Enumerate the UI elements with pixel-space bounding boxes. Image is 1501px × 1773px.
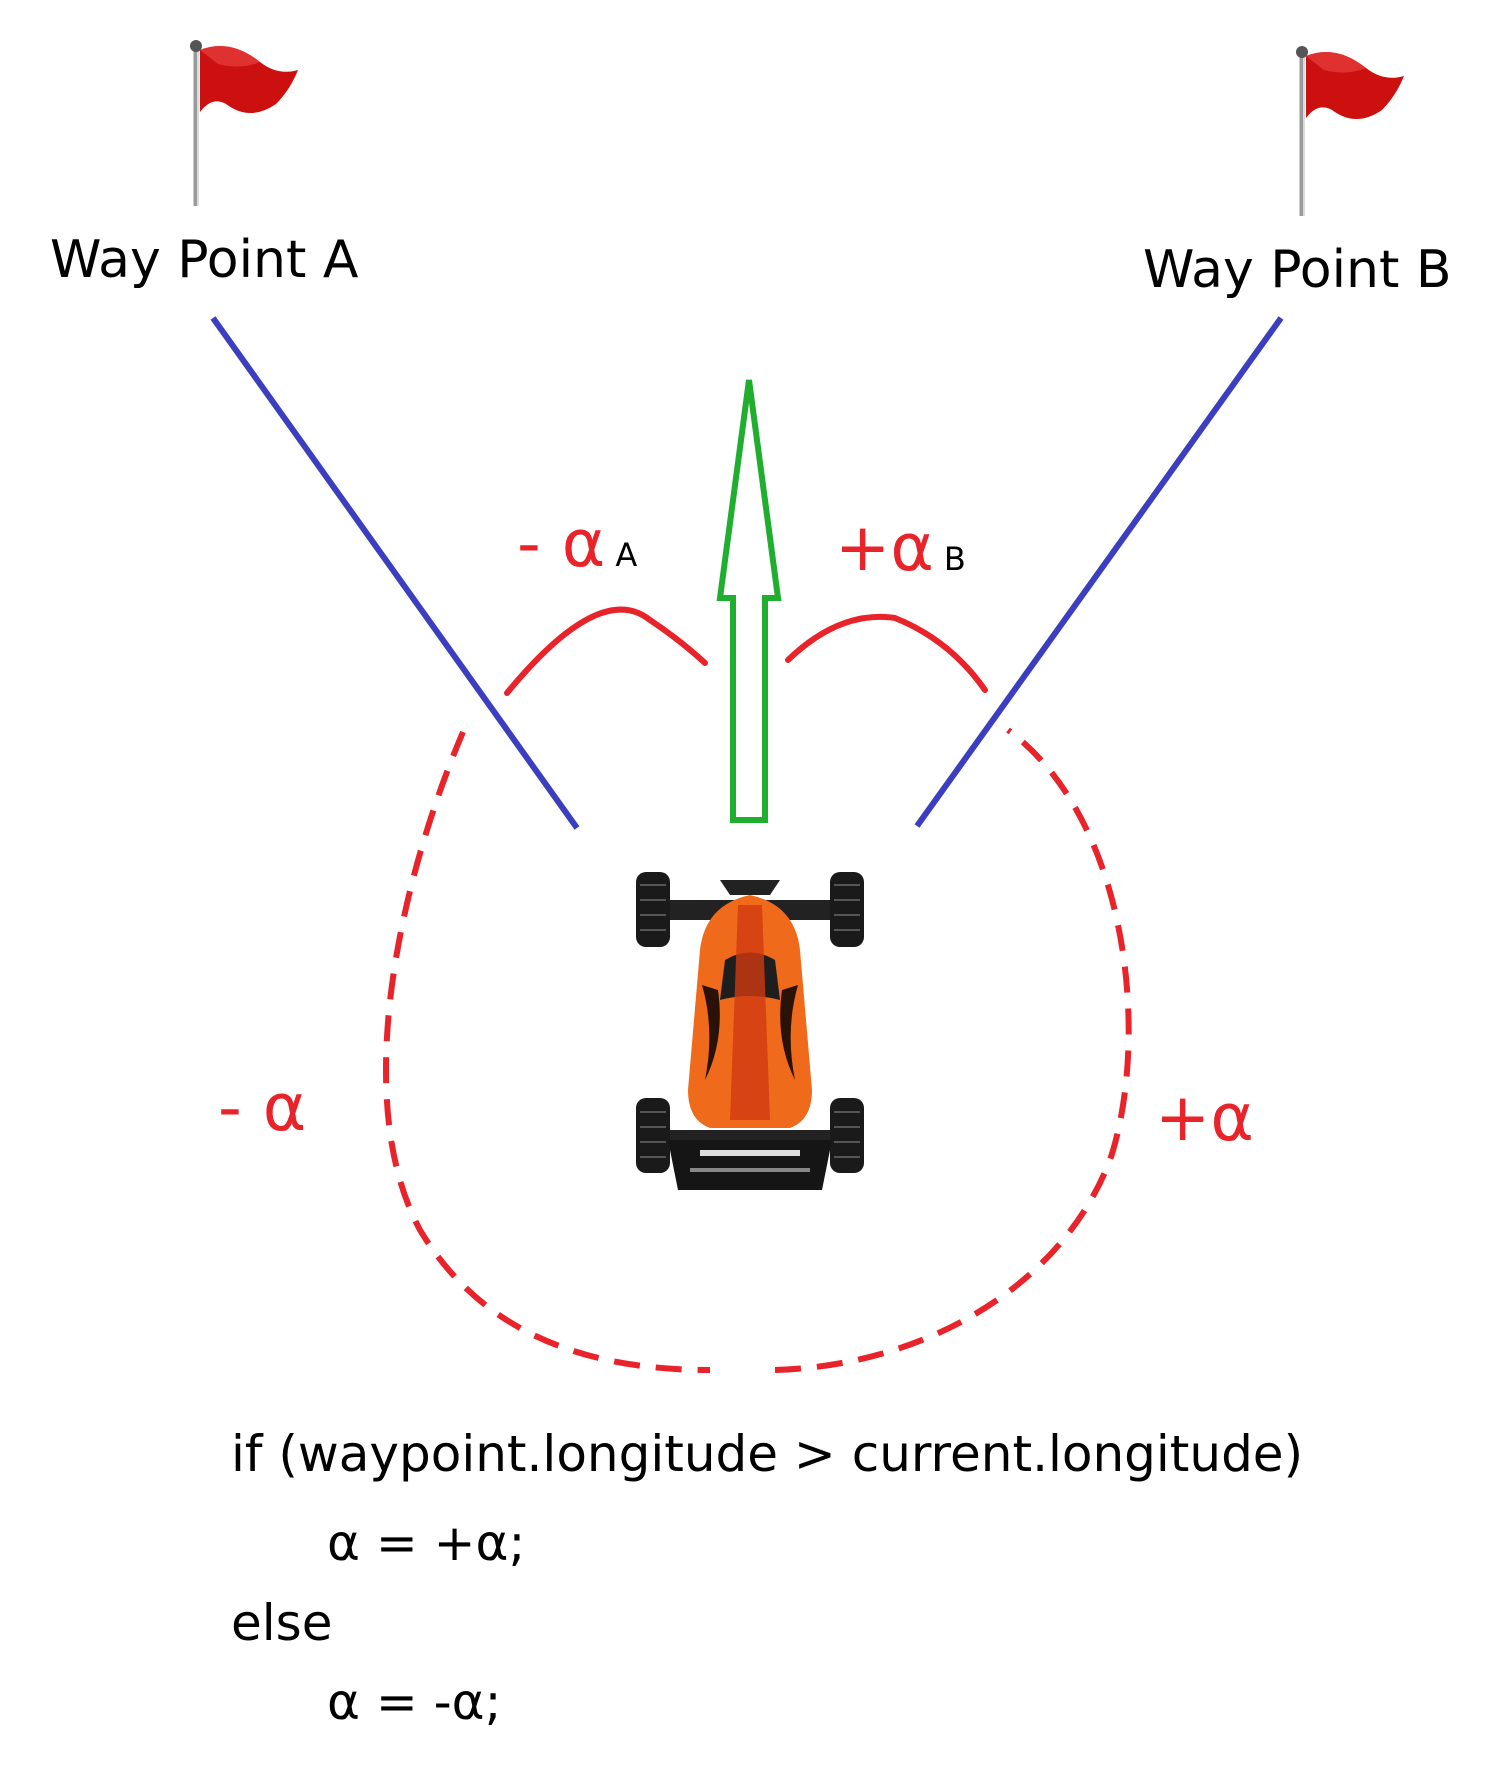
alpha-a-arc	[504, 606, 708, 696]
line-to-waypoint-a	[210, 316, 580, 830]
waypoint-b-label: Way Point B	[1143, 240, 1452, 300]
code-line-negative: α = -α;	[327, 1673, 502, 1731]
flag-b-icon	[1296, 46, 1404, 216]
neg-alpha-label: - α	[218, 1069, 306, 1146]
alpha-b-arc	[785, 613, 988, 693]
code-line-positive: α = +α;	[327, 1514, 525, 1572]
flag-a-icon	[190, 40, 298, 206]
pos-alpha-label: +α	[1155, 1079, 1254, 1156]
rc-car-icon	[636, 872, 864, 1190]
dashed-alpha-loop	[383, 727, 1132, 1373]
line-to-waypoint-b	[914, 316, 1284, 828]
heading-arrow-icon	[716, 379, 782, 823]
waypoint-a-label: Way Point A	[50, 230, 359, 290]
code-line-else: else	[231, 1594, 332, 1652]
code-line-if: if (waypoint.longitude > current.longitu…	[231, 1425, 1303, 1483]
